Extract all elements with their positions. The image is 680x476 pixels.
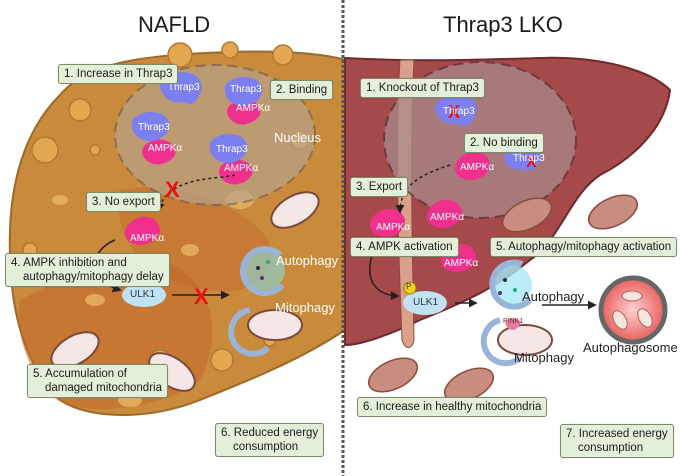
ampk-label: AMPKα — [224, 163, 259, 174]
thrap3-label: Thrap3 — [230, 84, 262, 95]
lko-autophagy-label: Autophagy — [522, 289, 585, 304]
lko-activation-arrow — [369, 254, 400, 301]
lko-export-arrow — [395, 164, 451, 214]
lko-healthy-mitochondria — [367, 194, 639, 403]
autophagosome-icon — [598, 275, 668, 345]
svg-text:X: X — [526, 154, 537, 171]
nafld-autophagy-icon — [239, 246, 285, 297]
nafld-step-6: 6. Reduced energy consumption — [215, 423, 325, 457]
nafld-ulk1 — [122, 283, 166, 307]
nafld-step-3: 3. No export — [86, 192, 161, 212]
thrap3-label: Thrap3 — [443, 106, 475, 117]
nafld-step-4-line2: autophagy/mitophagy delay — [23, 271, 164, 283]
nafld-complex-2 — [131, 112, 176, 165]
nafld-mitophagy-label: Mitophagy — [275, 300, 335, 315]
lko-step-7: 7. Increased energy consumption — [560, 424, 674, 458]
lipid-droplets — [22, 41, 310, 372]
ampk-label: AMPKα — [430, 212, 465, 223]
ampk-label: AMPKα — [444, 258, 479, 269]
nafld-step-1: 1. Increase in Thrap3 — [58, 64, 179, 84]
pink1-label: PINK1 — [503, 318, 524, 325]
lko-ampk-1 — [370, 209, 405, 237]
lko-mitophagy-label: Mitophagy — [514, 350, 574, 365]
ampk-label: AMPKα — [148, 143, 183, 154]
nafld-step-6-line1: 6. Reduced energy — [221, 427, 319, 439]
ampk-label: AMPKα — [460, 162, 495, 173]
lko-step-4: 4. AMPK activation — [350, 237, 459, 257]
phospho-icon — [403, 281, 417, 295]
nafld-step-5-line1: 5. Accumulation of — [33, 368, 127, 380]
nafld-step-2: 2. Binding — [270, 80, 334, 100]
lko-mitophagy-icon — [480, 317, 553, 367]
nafld-step-6-line2: consumption — [233, 441, 299, 453]
lko-thrap3-knocked-out: X — [435, 94, 477, 126]
ampk-label: AMPKα — [130, 233, 165, 244]
nafld-nucleus — [114, 64, 316, 206]
nafld-complex-3 — [209, 134, 253, 185]
nafld-nucleus-label: Nucleus — [274, 130, 321, 145]
nafld-ampk-cytoplasm — [125, 217, 160, 245]
nafld-autophagy-label: Autophagy — [276, 253, 339, 268]
thrap3-label: Thrap3 — [513, 153, 545, 164]
lko-autophagy-icon — [489, 259, 533, 310]
lko-title: Thrap3 LKO — [443, 12, 563, 37]
nafld-mitophagy-icon — [228, 307, 303, 357]
nafld-title: NAFLD — [138, 12, 211, 37]
nafld-damaged-mitochondria — [50, 191, 320, 392]
lko-step-7-line2: consumption — [578, 442, 644, 454]
nafld-step-5: 5. Accumulation of damaged mitochondria — [27, 364, 168, 398]
lko-step-3: 3. Export — [350, 177, 409, 197]
ampk-label: AMPKα — [376, 222, 411, 233]
lko-ampk-2 — [427, 200, 462, 228]
nafld-export-arrow — [156, 174, 236, 212]
nafld-complex-1 — [224, 77, 263, 125]
ulk1-label: ULK1 — [413, 297, 439, 308]
phospho-label: P — [406, 282, 412, 291]
lko-ulk1 — [403, 291, 447, 315]
block-x-export: X — [165, 177, 180, 202]
lko-step-7-line1: 7. Increased energy — [566, 428, 668, 440]
svg-text:X: X — [448, 102, 460, 122]
lko-step-5: 5. Autophagy/mitophagy activation — [490, 237, 678, 257]
block-x-autophagy: X — [194, 284, 209, 309]
thrap3-label: Thrap3 — [216, 144, 248, 155]
ampk-label: AMPKα — [236, 103, 271, 114]
nafld-step-4-line1: 4. AMPK inhibition and — [11, 257, 127, 269]
lko-step-1: 1. Knockout of Thrap3 — [360, 78, 485, 98]
ulk1-label: ULK1 — [130, 289, 156, 300]
lko-step-6: 6. Increase in healthy mitochondria — [357, 397, 548, 417]
thrap3-label: Thrap3 — [138, 122, 170, 133]
lko-ampk-nucleus — [455, 152, 490, 180]
autophagosome-label: Autophagosome — [583, 340, 678, 355]
lko-step-2: 2. No binding — [464, 133, 544, 153]
nafld-step-4: 4. AMPK inhibition and autophagy/mitopha… — [5, 253, 170, 287]
nafld-step-5-line2: damaged mitochondria — [45, 382, 162, 394]
thrap3-label: Thrap3 — [168, 82, 200, 93]
